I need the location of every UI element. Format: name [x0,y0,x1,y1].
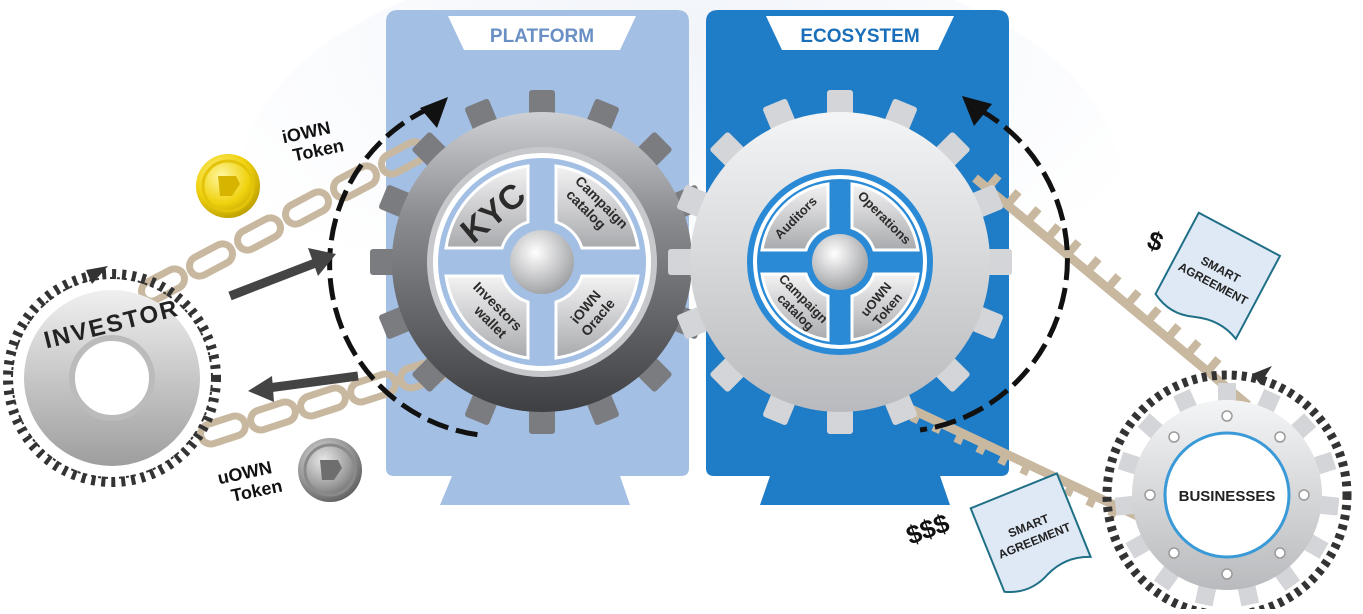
ecosystem-arrowhead-icon [962,96,992,126]
platform-title: PLATFORM [490,26,594,47]
arrow-to-investor-icon [248,371,359,402]
ecosystem-gear: Auditors Operations Campaign catalog uOW… [668,90,1012,434]
platform-gear-hub [510,230,574,294]
ecosystem-gear-segments [760,182,920,342]
platform-arrowhead-icon [420,97,448,128]
coin-icon [298,438,362,502]
gear-rack-upper [972,173,1251,409]
investor-node: INVESTOR [3,266,221,487]
platform-tab [448,16,636,50]
rotation-arrow-icon [327,105,481,438]
platform-gear-segments [444,164,640,360]
document-icon: SMART AGREEMENT [969,472,1093,593]
businesses-node: BUSINESSES [1102,366,1352,614]
businesses-label: BUSINESSES [1179,488,1276,505]
platform-gear: KYC Campaign catalog Investors wallet iO… [370,90,714,434]
ecosystem-title: ECOSYSTEM [800,26,919,47]
arrow-to-platform-icon [228,248,336,301]
coin-icon [196,154,260,218]
businesses-arrowhead-icon [1252,366,1272,384]
ecosystem-tab [766,16,954,50]
rotation-arrow-icon [919,107,1070,433]
document-icon: SMART AGREEMENT [1154,211,1282,341]
investor-arrowhead-icon [86,266,108,284]
ecosystem-gear-hub [812,234,868,290]
